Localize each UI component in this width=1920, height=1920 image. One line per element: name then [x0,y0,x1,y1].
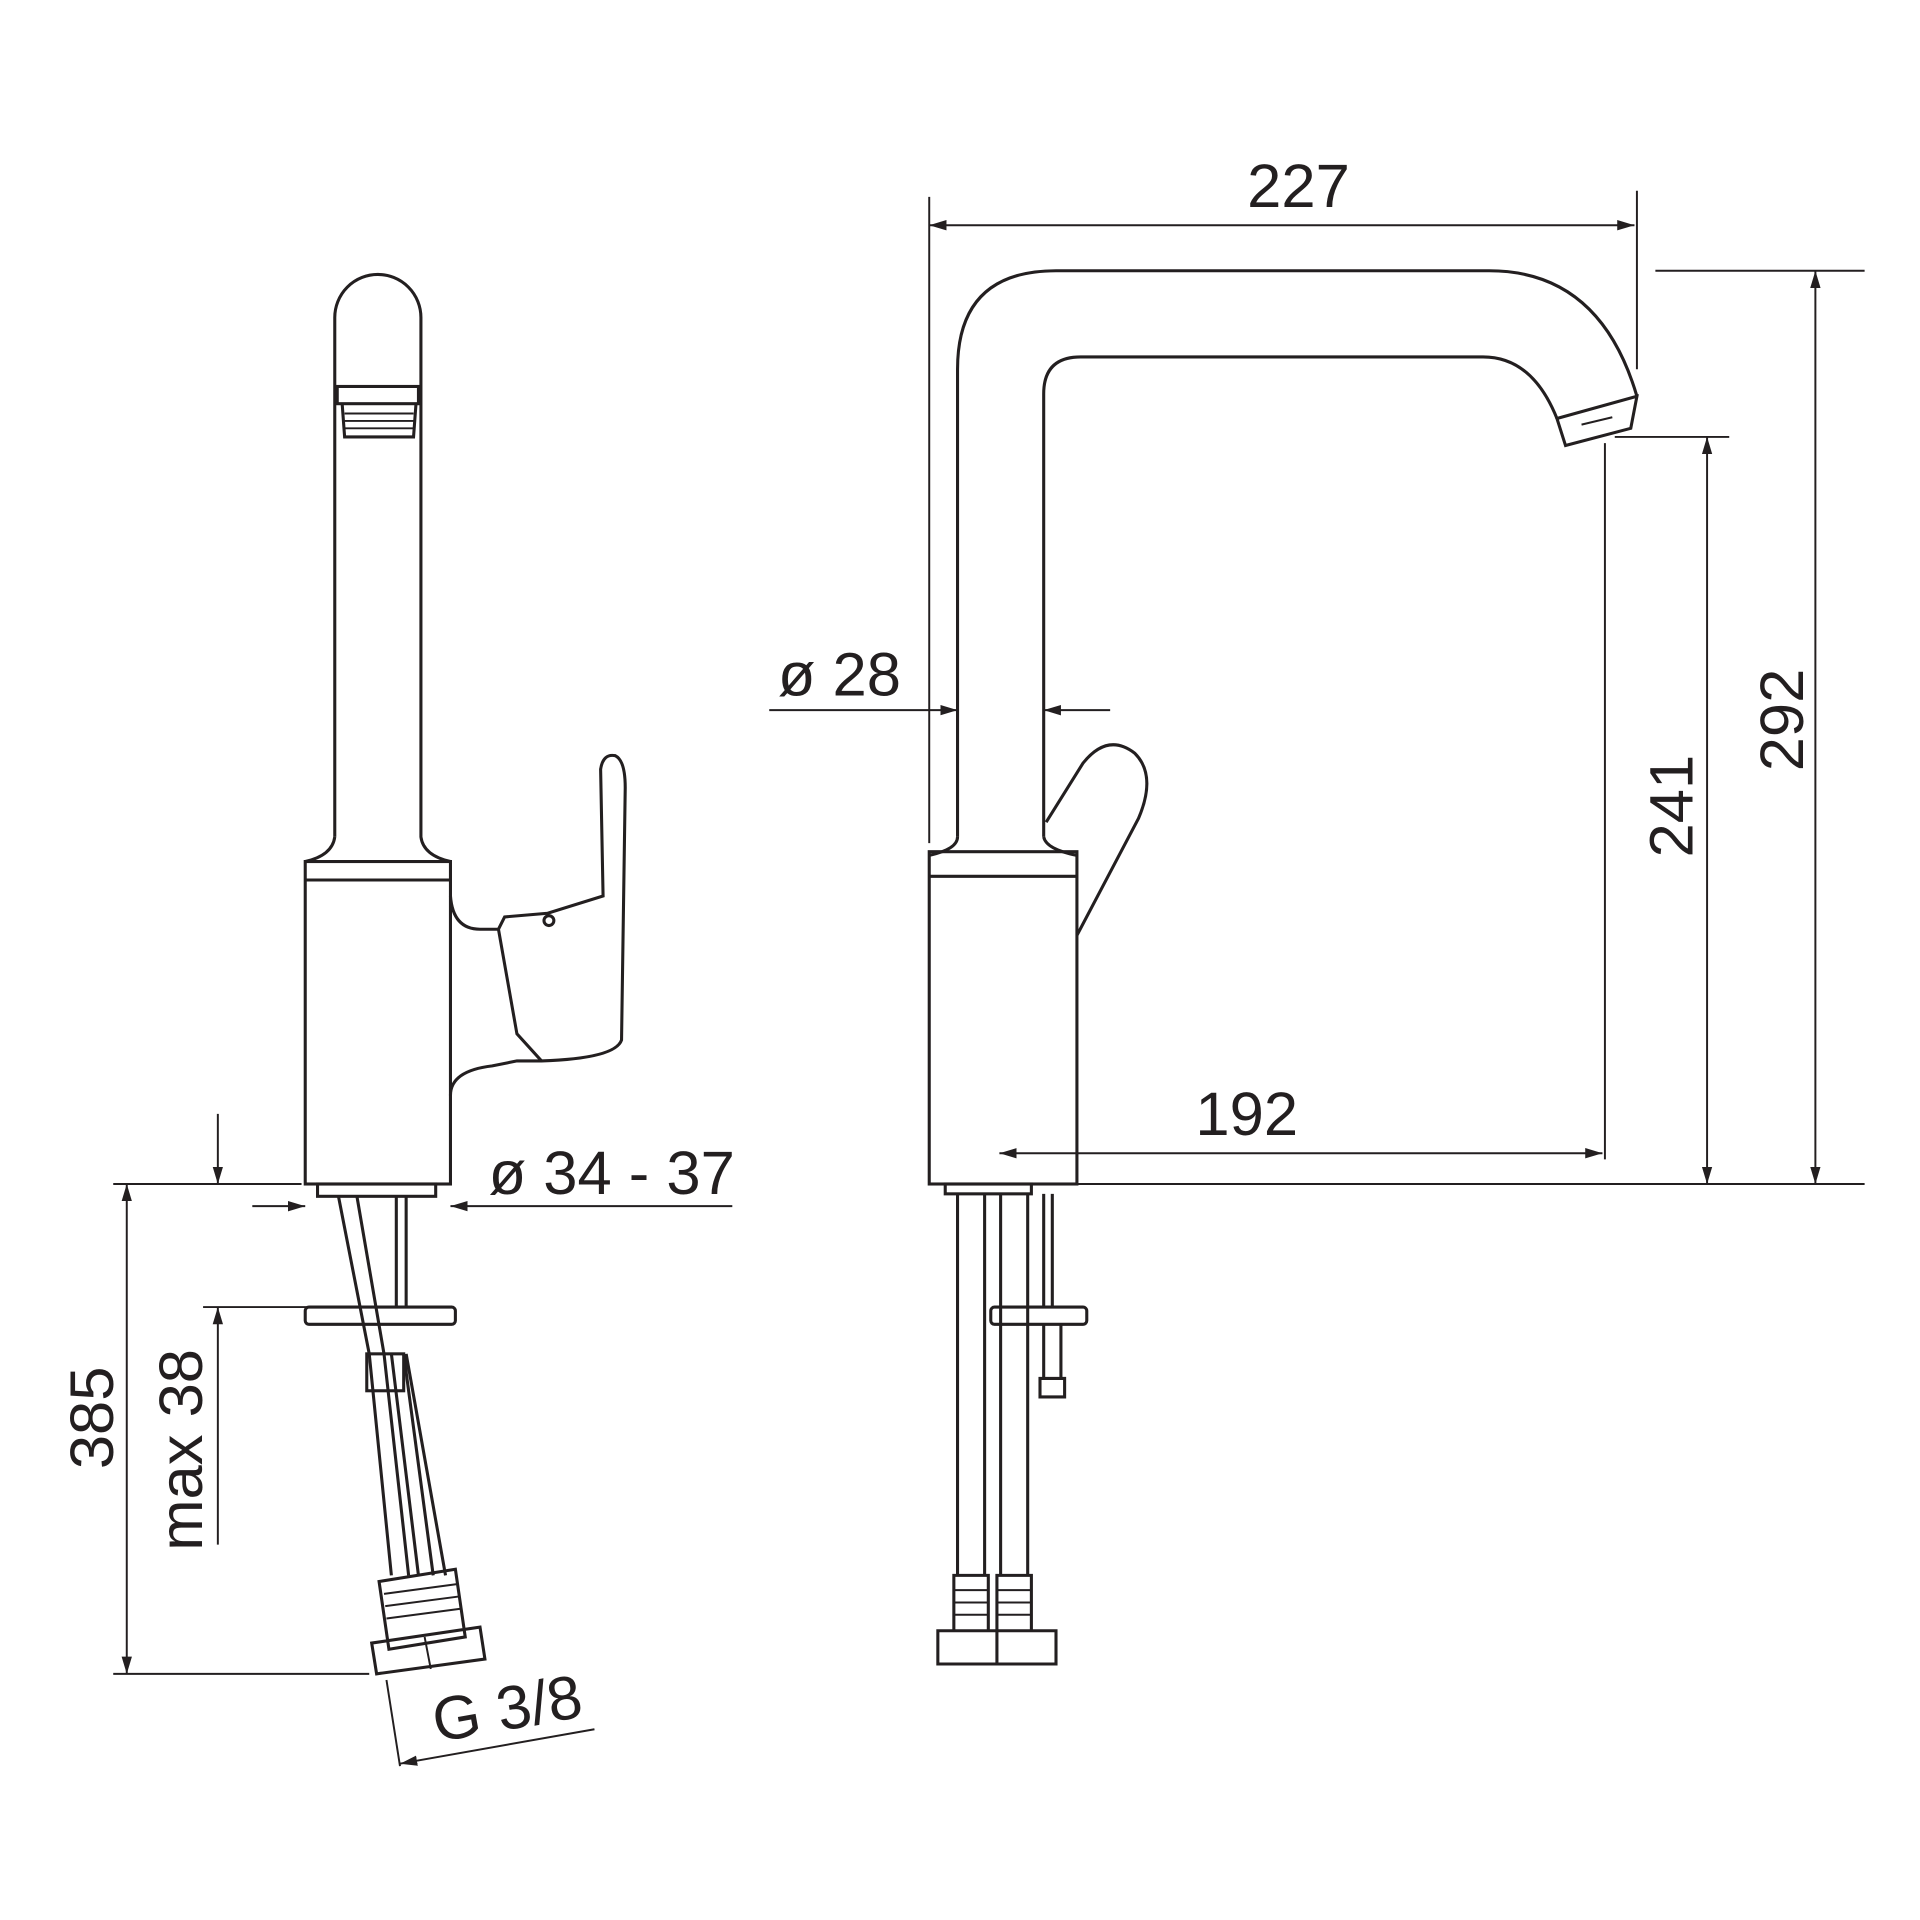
front-hose-nuts [936,1573,1058,1666]
dimension-diameter-28: ø 28 [769,640,1111,716]
dimension-label-227: 227 [1247,152,1350,221]
dimension-label-g-3-8: G 3/8 [427,1662,587,1756]
front-spout-inner [1042,355,1559,837]
front-hoses [956,1193,1054,1576]
side-handle [448,753,627,1096]
side-hose-nuts [369,1567,487,1676]
side-body [303,860,452,1186]
dimension-label-max-38: max 38 [147,1349,216,1551]
front-view-faucet [927,269,1639,1666]
dimension-192: 192 [999,443,1606,1160]
dimension-label-192: 192 [1195,1080,1298,1149]
dimension-label-diameter-28: ø 28 [778,640,901,709]
side-spout [333,273,451,864]
front-body [927,850,1079,1186]
side-hoses [336,1196,448,1576]
dimension-label-385: 385 [58,1367,127,1470]
dimension-292: 292 [1076,269,1865,1185]
dimension-diameter-34-37: ø 34 - 37 [252,1139,735,1212]
front-mounting-plate [989,1305,1089,1326]
dimension-label-292: 292 [1748,669,1817,772]
side-mounting-rod [394,1196,408,1308]
dimension-max-38: max 38 [147,1113,308,1551]
side-mounting-plate [303,1305,457,1326]
dimension-label-241: 241 [1637,755,1706,858]
dimension-g-3-8: G 3/8 [385,1662,595,1767]
front-spout-outer [956,269,1639,837]
front-handle [1044,743,1149,937]
dimension-385: 385 [58,1183,370,1675]
side-view-faucet [303,273,627,1676]
side-aerator [335,384,420,406]
dimension-241: 241 [1614,435,1730,1184]
dimension-227: 227 [928,152,1638,844]
dimension-label-diameter-34-37: ø 34 - 37 [489,1139,735,1208]
front-aerator [1554,394,1639,448]
